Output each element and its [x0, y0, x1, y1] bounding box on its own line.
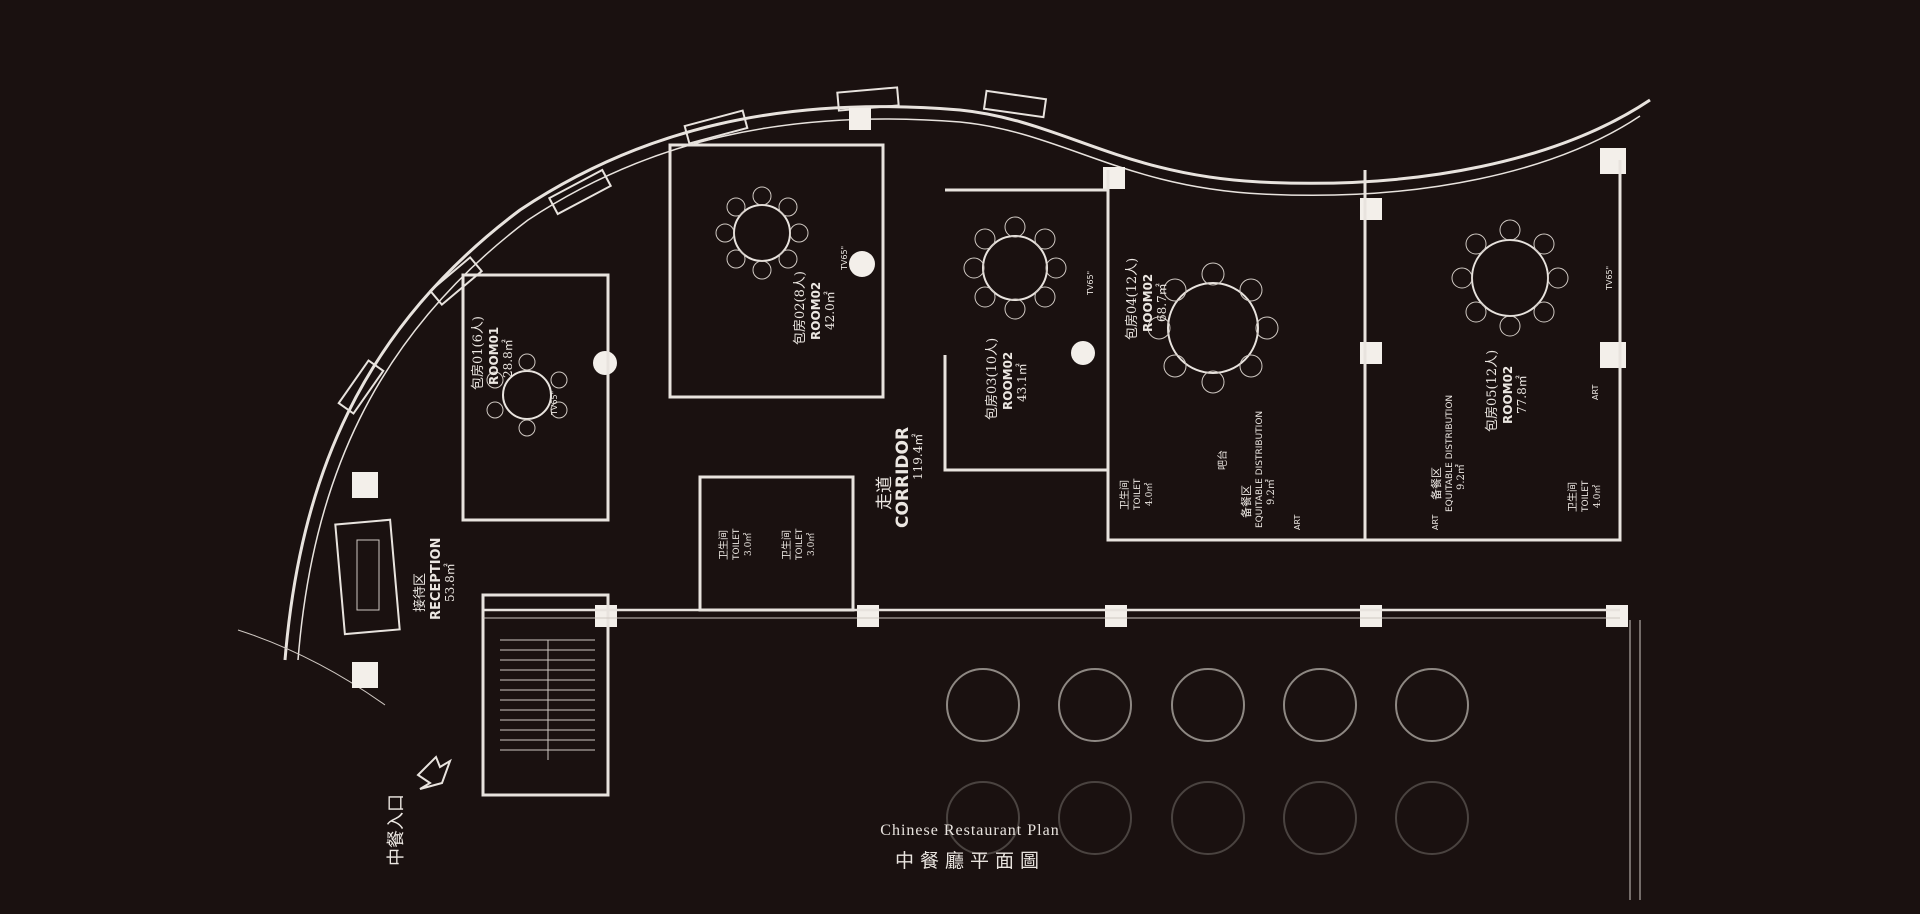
- reception-desk: [334, 518, 401, 636]
- room01-area: 28.8㎡: [501, 339, 515, 378]
- tv-label-3: TV65": [1086, 271, 1095, 296]
- toilet3-en: TOILET: [795, 528, 805, 561]
- entrance-curve: [237, 629, 386, 706]
- room04-name: 包房04(12人): [1124, 258, 1140, 340]
- room02-area: 42.0㎡: [823, 291, 837, 330]
- reception-area: 53.8㎡: [443, 563, 457, 602]
- toilet4-cn: 卫生间: [1566, 482, 1579, 512]
- toilet4-area: 4.0㎡: [1592, 485, 1603, 508]
- toilet3-cn: 卫生间: [780, 530, 793, 560]
- toilet3-area: 3.0㎡: [806, 533, 817, 556]
- room02-code: ROOM02: [809, 282, 823, 340]
- facade-inner-curve: [297, 115, 1641, 661]
- tv-label-1: TV65": [550, 391, 559, 416]
- toilet2-cn: 卫生间: [717, 530, 730, 560]
- room-walls: [461, 143, 1622, 797]
- room01-code: ROOM01: [487, 327, 501, 385]
- tv-label-4: TV65": [1605, 266, 1614, 291]
- room02-name: 包房02(8人): [792, 271, 808, 345]
- service2-area: 9.2㎡: [1455, 464, 1467, 490]
- stairs: [500, 639, 595, 760]
- corridor-cn: 走道: [875, 476, 895, 510]
- room05-code: ROOM02: [1501, 366, 1515, 424]
- reception-en: RECEPTION: [429, 538, 444, 620]
- room01-name: 包房01(6人): [470, 316, 486, 390]
- title-block: Chinese Restaurant Plan 中餐廳平面圖: [820, 822, 1120, 873]
- room03-name: 包房03(10人): [984, 338, 1000, 420]
- toilet2-en: TOILET: [732, 528, 742, 561]
- balcony-boxes: [337, 86, 1048, 415]
- corridor-en: CORRIDOR: [893, 427, 913, 528]
- toilet1-area: 4.0㎡: [1144, 483, 1155, 506]
- art-label-1: ART: [1293, 515, 1302, 530]
- room05-area: 77.8㎡: [1515, 375, 1529, 414]
- corridor-area: 119.4㎡: [911, 434, 925, 480]
- service2-en: EQUITABLE DISTRIBUTION: [1445, 395, 1455, 512]
- reception-cn: 接待区: [412, 573, 428, 612]
- toilet2-area: 3.0㎡: [743, 533, 754, 556]
- room04-area: 68.7㎡: [1155, 283, 1169, 322]
- service1-cn: 备餐区: [1239, 485, 1253, 518]
- entrance-label: 中餐入口: [386, 794, 407, 866]
- tv-label-2: TV65": [840, 246, 849, 271]
- toilet4-en: TOILET: [1581, 480, 1591, 513]
- toilet1-en: TOILET: [1133, 478, 1143, 511]
- room05-name: 包房05(12人): [1484, 350, 1500, 432]
- plan-title-english: Chinese Restaurant Plan: [880, 822, 1060, 839]
- room03-area: 43.1㎡: [1015, 363, 1029, 402]
- art-label-3: ART: [1591, 385, 1600, 400]
- service1-en: EQUITABLE DISTRIBUTION: [1255, 411, 1265, 528]
- reception-counter: [356, 539, 380, 611]
- plan-title-chinese: 中餐廳平面圖: [894, 850, 1045, 872]
- facade-outer-curve: [283, 98, 1651, 661]
- entrance-arrow-icon: [416, 755, 452, 790]
- room-labels: 包房01(6人) ROOM01 28.8㎡ 包房02(8人) ROOM02 42…: [386, 246, 1614, 866]
- room03-code: ROOM02: [1001, 352, 1015, 410]
- private-table-chairs: [486, 186, 1569, 437]
- service2-cn: 备餐区: [1429, 467, 1443, 500]
- service1-area: 9.2㎡: [1265, 479, 1277, 505]
- columns: [352, 108, 1628, 688]
- room04-code: ROOM02: [1141, 274, 1155, 332]
- art-label-2: ART: [1431, 515, 1440, 530]
- bar-label: 吧台: [1216, 450, 1229, 470]
- toilet1-cn: 卫生间: [1118, 480, 1131, 510]
- hall-tables: [946, 668, 1469, 855]
